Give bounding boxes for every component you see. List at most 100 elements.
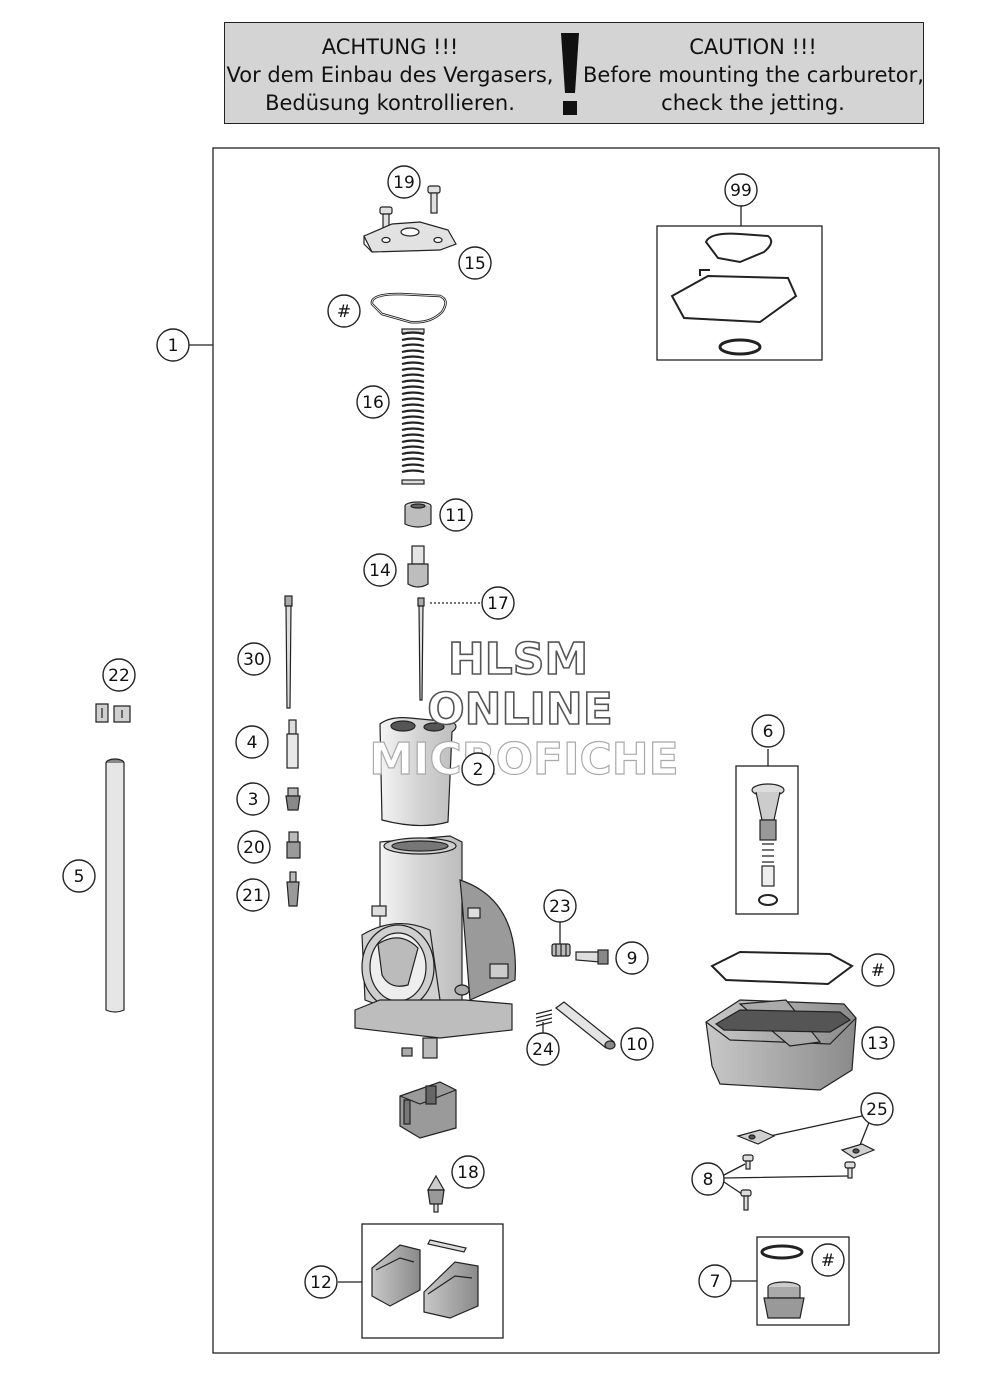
pushrod-icon xyxy=(555,1001,616,1050)
float-bowl-insert-icon xyxy=(399,1081,457,1139)
callout-label: 16 xyxy=(362,393,384,413)
drain-plug-icon xyxy=(760,1244,805,1319)
float-kit-box xyxy=(361,1223,504,1339)
callout-label: 19 xyxy=(393,173,415,193)
warning-english-line: Before mounting the carburetor, xyxy=(583,63,924,87)
callout-label: 22 xyxy=(108,666,130,686)
bracket-icon xyxy=(736,1129,876,1159)
callout-label: 24 xyxy=(532,1040,554,1060)
warning-german: ACHTUNG !!! Vor dem Einbau des Vergasers… xyxy=(225,33,555,117)
callout-5: 5 xyxy=(62,859,96,893)
watermark-line-2: ONLINE xyxy=(427,684,613,735)
callout-label: 8 xyxy=(703,1170,714,1190)
bowl-screw-icon xyxy=(740,1154,856,1211)
callout-label: 6 xyxy=(763,722,774,742)
callout-label: 21 xyxy=(242,886,264,906)
bowl-gasket-icon xyxy=(710,950,854,986)
callout-23: 23 xyxy=(543,889,577,923)
warning-english-line: check the jetting. xyxy=(661,91,845,115)
callout-11: 11 xyxy=(439,498,473,532)
callout-10: 10 xyxy=(620,1027,654,1061)
callout-label: 7 xyxy=(710,1272,721,1292)
callout-25: 25 xyxy=(860,1092,894,1126)
callout-13: 13 xyxy=(861,1026,895,1060)
callout-7: 7 xyxy=(698,1264,732,1298)
jet-icon xyxy=(286,719,299,769)
callout-hash: # xyxy=(811,1243,845,1277)
callout-12: 12 xyxy=(304,1265,338,1299)
starter-jet-icon xyxy=(286,871,300,907)
part-6-box xyxy=(735,765,799,915)
callout-label: 10 xyxy=(626,1035,648,1055)
warning-english-line: CAUTION !!! xyxy=(689,35,817,59)
callout-label: 5 xyxy=(74,867,85,887)
callout-9: 9 xyxy=(615,941,649,975)
callout-label: 9 xyxy=(627,949,638,969)
float-needle-icon xyxy=(426,1174,446,1213)
watermark-line-3: MICROFICHE xyxy=(369,734,678,785)
vent-hose-icon xyxy=(105,758,125,1013)
callout-4: 4 xyxy=(235,725,269,759)
callout-20: 20 xyxy=(237,830,271,864)
callout-hash: # xyxy=(327,294,361,328)
spring-small-icon xyxy=(535,1009,553,1027)
pilot-jet-icon xyxy=(286,831,301,859)
callout-label: 20 xyxy=(243,838,265,858)
needle-jet-icon xyxy=(284,595,293,709)
callout-label: 2 xyxy=(473,760,484,780)
callout-label: 23 xyxy=(549,897,571,917)
callout-15: 15 xyxy=(458,246,492,280)
choke-plunger-icon xyxy=(751,783,785,906)
callout-99: 99 xyxy=(724,173,758,207)
carb-cap-icon xyxy=(363,221,457,253)
callout-30: 30 xyxy=(237,642,271,676)
float-icon xyxy=(371,1239,479,1319)
watermark: HLSM ONLINE MICROFICHE xyxy=(369,633,680,785)
callout-label: 1 xyxy=(168,336,179,356)
carburetor-body-icon xyxy=(354,835,516,1059)
callout-17: 17 xyxy=(481,586,515,620)
callout-3: 3 xyxy=(236,782,270,816)
warning-banner: ACHTUNG !!! Vor dem Einbau des Vergasers… xyxy=(224,22,924,124)
warning-english: CAUTION !!! Before mounting the carburet… xyxy=(583,33,924,117)
callout-label: 14 xyxy=(369,561,391,581)
needle-holder-icon xyxy=(407,545,429,588)
callout-label: 18 xyxy=(457,1163,479,1183)
spring-seat-icon xyxy=(404,501,432,528)
small-spring-icon xyxy=(551,943,571,957)
callout-label: 99 xyxy=(730,181,752,201)
watermark-line-1: HLSM xyxy=(448,634,588,685)
callout-label: # xyxy=(871,961,885,981)
float-bowl-icon xyxy=(705,999,857,1091)
callout-label: 17 xyxy=(487,594,509,614)
callout-label: # xyxy=(821,1251,835,1271)
warning-german-line: Vor dem Einbau des Vergasers, xyxy=(226,63,554,87)
gasket-kit-box xyxy=(656,225,823,361)
adjust-screw-icon xyxy=(575,949,609,965)
callout-label: 12 xyxy=(310,1273,332,1293)
main-jet-icon xyxy=(285,787,301,811)
callout-hash: # xyxy=(861,953,895,987)
hose-clip-icon xyxy=(95,703,131,723)
callout-label: 30 xyxy=(243,650,265,670)
callout-label: 4 xyxy=(247,733,258,753)
callout-19: 19 xyxy=(387,165,421,199)
callout-label: 15 xyxy=(464,254,486,274)
callout-14: 14 xyxy=(363,553,397,587)
callout-16: 16 xyxy=(356,385,390,419)
spring-icon xyxy=(401,328,425,485)
callout-24: 24 xyxy=(526,1032,560,1066)
callout-6: 6 xyxy=(751,714,785,748)
warning-german-line: Bedüsung kontrollieren. xyxy=(265,91,515,115)
callout-8: 8 xyxy=(691,1162,725,1196)
callout-label: 25 xyxy=(866,1100,888,1120)
callout-2: 2 xyxy=(461,752,495,786)
callout-label: 11 xyxy=(445,506,467,526)
jet-needle-icon xyxy=(417,597,425,701)
assembly-frame xyxy=(212,147,940,1354)
gasket-set-icon xyxy=(670,232,798,356)
warning-german-line: ACHTUNG !!! xyxy=(321,35,459,59)
callout-label: 13 xyxy=(867,1034,889,1054)
